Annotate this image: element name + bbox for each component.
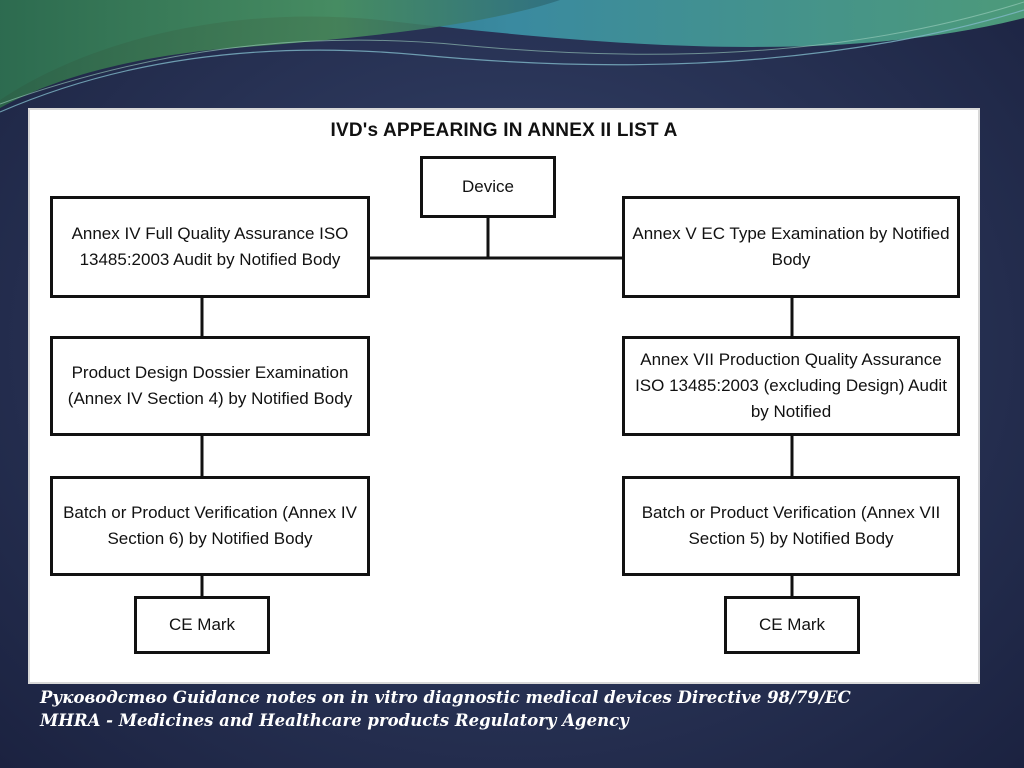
- left-step1-label: Annex IV Full Quality Assurance ISO 1348…: [71, 224, 349, 269]
- left-step1-box: Annex IV Full Quality Assurance ISO 1348…: [50, 196, 370, 298]
- left-ce-mark-box: CE Mark: [134, 596, 270, 654]
- right-step2-box: Annex VII Production Quality Assurance I…: [622, 336, 960, 436]
- left-ce-mark-label: CE Mark: [168, 615, 236, 634]
- left-step3-label: Batch or Product Verification (Annex IV …: [63, 503, 357, 548]
- source-citation-line1: Руководство Guidance notes on in vitro d…: [40, 688, 851, 707]
- connector-lines: [200, 218, 794, 596]
- flowchart-panel: IVD's APPEARING IN ANNEX II LIST A Devic…: [28, 108, 980, 684]
- left-step2-box: Product Design Dossier Examination (Anne…: [50, 336, 370, 436]
- right-ce-mark-box: CE Mark: [724, 596, 860, 654]
- header-swoosh-decoration: [0, 0, 1024, 113]
- diagram-title: IVD's APPEARING IN ANNEX II LIST A: [330, 120, 678, 141]
- device-label: Device: [462, 177, 514, 196]
- right-step3-box: Batch or Product Verification (Annex VII…: [622, 476, 960, 576]
- right-step2-label: Annex VII Production Quality Assurance I…: [635, 350, 947, 421]
- source-citation-line2: MHRA - Medicines and Healthcare products…: [40, 711, 629, 730]
- right-step1-label: Annex V EC Type Examination by Notified …: [632, 224, 950, 269]
- left-step3-box: Batch or Product Verification (Annex IV …: [50, 476, 370, 576]
- right-step1-box: Annex V EC Type Examination by Notified …: [622, 196, 960, 298]
- left-step2-label: Product Design Dossier Examination (Anne…: [67, 363, 353, 408]
- right-ce-mark-label: CE Mark: [758, 615, 826, 634]
- device-box: Device: [420, 156, 556, 218]
- right-step3-label: Batch or Product Verification (Annex VII…: [641, 503, 941, 548]
